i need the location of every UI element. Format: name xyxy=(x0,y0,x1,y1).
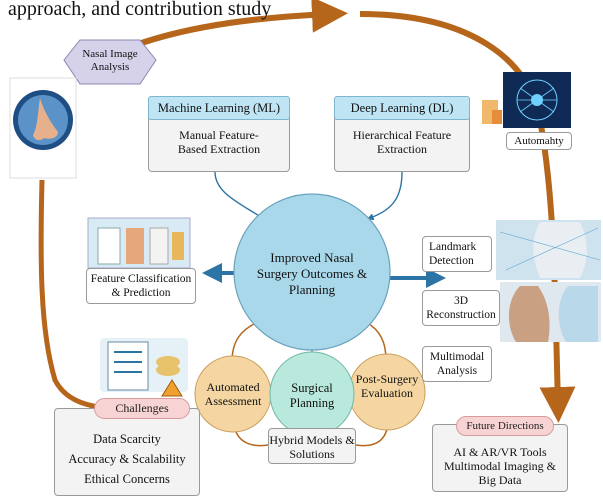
challenges-box: Data Scarcity Accuracy & Scalability Eth… xyxy=(54,408,200,496)
multimodal-box: Multimodal Analysis xyxy=(422,346,492,382)
future-item-3: Big Data xyxy=(478,473,522,487)
top-text: approach, and contribution study xyxy=(8,0,272,20)
challenges-item-2: Accuracy & Scalability xyxy=(68,452,186,466)
future-directions-pill: Future Directions xyxy=(456,416,554,436)
challenges-pill: Challenges xyxy=(94,398,190,419)
hexagon-shape xyxy=(63,39,157,85)
future-item-2: Multimodal Imaging & xyxy=(444,459,556,473)
ml-title: Machine Learning (ML) xyxy=(148,96,290,120)
challenges-item-1: Data Scarcity xyxy=(93,432,161,446)
clipboard-illustration xyxy=(100,338,188,397)
nose-illustration xyxy=(9,77,77,179)
landmark-face-illustration xyxy=(496,220,601,280)
nasal-image-analysis-label: Nasal Image Analysis xyxy=(82,48,138,73)
center-label: Improved Nasal Surgery Outcomes & Planni… xyxy=(256,250,368,297)
ml-box: Machine Learning (ML) Manual Feature-Bas… xyxy=(148,96,290,172)
future-item-1: AI & AR/VR Tools xyxy=(453,445,547,459)
post-surgery-label: Post-Surgery Evaluation xyxy=(355,372,419,400)
dl-title: Deep Learning (DL) xyxy=(334,96,470,120)
reconstruction-box: 3D Reconstruction xyxy=(422,290,500,326)
reconstruction-face-illustration xyxy=(500,282,601,342)
feature-classification-box: Feature Classification & Prediction xyxy=(86,268,196,304)
ml-description: Manual Feature-Based Extraction xyxy=(177,128,261,156)
automation-label: Automahty xyxy=(506,132,572,150)
surgical-planning-label: Surgical Planning xyxy=(289,381,335,410)
challenges-item-3: Ethical Concerns xyxy=(84,472,170,486)
center-circle xyxy=(233,193,391,351)
automation-illustration xyxy=(482,72,571,128)
hybrid-box: Hybrid Models & Solutions xyxy=(268,428,356,464)
dl-description: Hierarchical Feature Extraction xyxy=(352,128,452,156)
automated-assessment-label: Automated Assessment xyxy=(204,380,262,408)
dl-box: Deep Learning (DL) Hierarchical Feature … xyxy=(334,96,470,172)
feature-classification-illustration xyxy=(87,217,191,269)
dl-to-center-arrow xyxy=(366,171,403,221)
landmark-box: Landmark Detection xyxy=(422,236,492,272)
